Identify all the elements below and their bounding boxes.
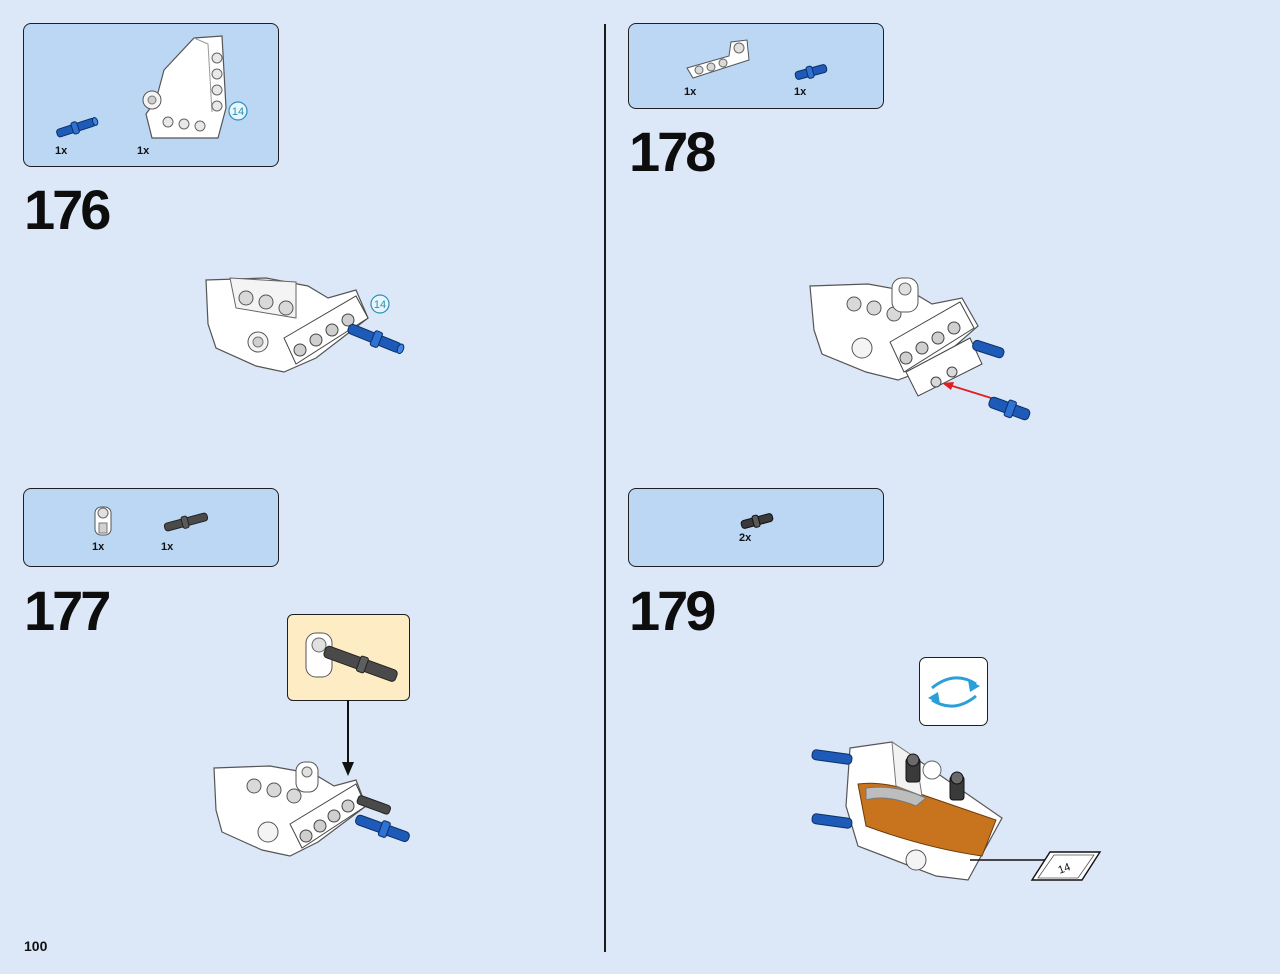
rotate-model-icon: [928, 676, 980, 708]
blue-pin-icon: [56, 117, 99, 138]
rotate-model-box: [919, 657, 988, 726]
assembly-176: 14: [205, 277, 405, 373]
part-qty: 1x: [161, 541, 174, 553]
svg-text:14: 14: [374, 299, 386, 311]
assembly-179: [811, 741, 1046, 881]
parts-list-179: 2x: [628, 488, 884, 567]
down-arrow-icon: [342, 700, 354, 776]
step-number-178: 178: [629, 120, 716, 183]
part-qty: 1x: [794, 86, 807, 98]
part-qty: 2x: [739, 532, 752, 544]
black-axle-icon: [163, 512, 209, 532]
svg-text:14: 14: [232, 106, 244, 118]
beam-icon: [686, 39, 750, 79]
page-reference-icon: 14: [1030, 851, 1102, 881]
parts-list-176: 14 1x 1x: [23, 23, 279, 167]
part-qty: 1x: [92, 541, 105, 553]
white-panel-icon: [142, 35, 227, 139]
assembly-178: [809, 277, 1031, 421]
step-number-177: 177: [24, 579, 111, 642]
svg-text:14: 14: [1057, 861, 1073, 876]
part-badge-176: 14: [228, 101, 248, 121]
parts-list-177: 1x 1x: [23, 488, 279, 567]
sub-assembly-icon: [305, 632, 398, 682]
assembly-177: [213, 761, 410, 857]
part-qty: 1x: [55, 145, 68, 157]
step-number-176: 176: [24, 178, 111, 241]
page-number: 100: [24, 938, 48, 954]
blue-pin-icon: [794, 64, 828, 80]
part-qty: 1x: [684, 86, 697, 98]
white-connector-icon: [94, 506, 112, 536]
step-number-179: 179: [629, 579, 716, 642]
page-divider: [604, 24, 606, 952]
part-qty: 1x: [137, 145, 150, 157]
parts-list-178: 1x 1x: [628, 23, 884, 109]
sub-assembly-callout: [287, 614, 410, 701]
black-axle-icon: [740, 513, 774, 529]
